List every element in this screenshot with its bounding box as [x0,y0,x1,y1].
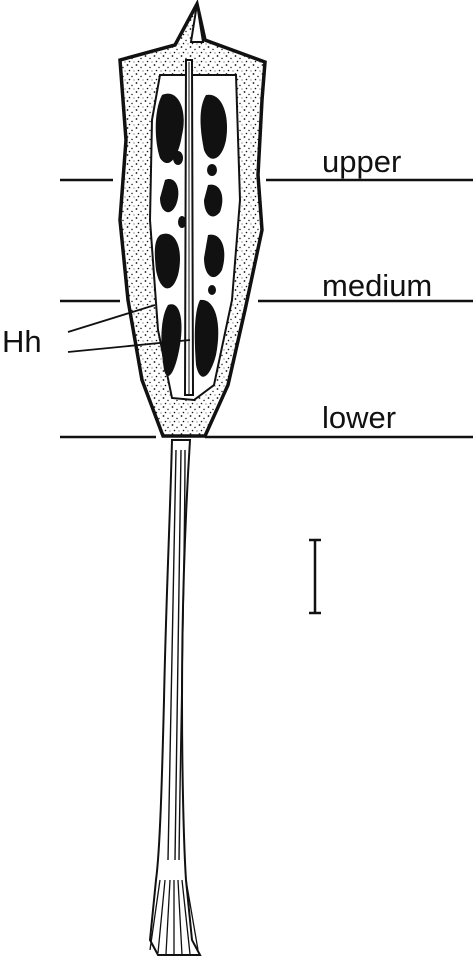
label-upper: upper [322,146,401,177]
label-hh: Hh [2,326,42,357]
stalk [150,440,200,955]
label-medium: medium [322,270,432,301]
capsule [120,4,265,436]
scale-bar [309,540,321,613]
label-lower: lower [322,402,396,433]
